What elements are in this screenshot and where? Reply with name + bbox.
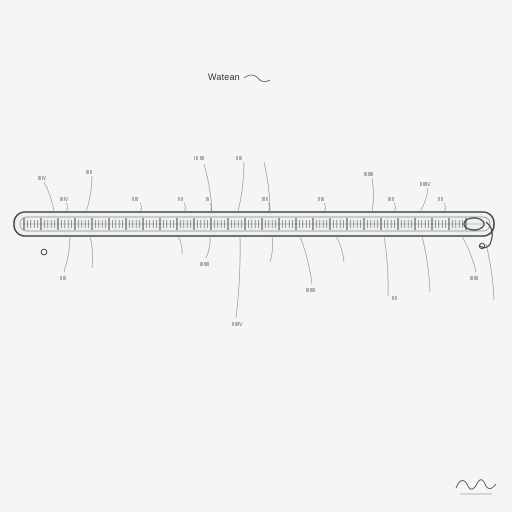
signature-mark — [455, 479, 497, 495]
leader-line — [269, 235, 273, 263]
leader-line — [393, 202, 396, 213]
leader-line — [209, 202, 212, 213]
title-squiggle — [243, 74, 271, 82]
clasp-bead — [478, 242, 486, 250]
clasp-ring — [463, 217, 485, 231]
leader-line — [383, 235, 389, 297]
label-row-a-3: ⅡⅡ — [178, 197, 183, 203]
leader-line — [323, 202, 326, 213]
label-bottom-f: ⅢⅡⅡ — [470, 276, 479, 282]
leader-line — [183, 202, 186, 213]
leader-line — [299, 235, 313, 285]
leader-line — [335, 235, 345, 263]
leader-line — [419, 187, 429, 213]
leader-line — [139, 202, 142, 213]
leader-line — [443, 202, 446, 213]
label-top-mid-b: ⅡⅢ — [236, 156, 242, 162]
leader-line — [421, 235, 431, 293]
label-top-mid-a: ⅠⅡ ⅢⅠ — [194, 156, 205, 162]
diagram-title: Watean — [208, 72, 240, 82]
label-top-right-a: ⅢⅡⅢ — [364, 172, 374, 178]
label-bottom-d: ⅡⅢⅣ — [232, 322, 243, 328]
label-bottom-e: ⅡⅡ — [392, 296, 397, 302]
label-row-a-7: ⅢⅡ — [388, 197, 394, 203]
leader-line — [65, 202, 68, 213]
tube-inner — [19, 216, 491, 232]
leader-line — [85, 175, 93, 213]
leader-line — [235, 235, 241, 319]
leader-line — [63, 235, 71, 273]
end-clasp — [463, 217, 493, 250]
left-cap — [40, 248, 48, 256]
leader-line — [267, 202, 270, 213]
leader-line — [237, 161, 245, 213]
label-top-left-b: ⅢⅡ — [86, 170, 92, 176]
tube-bar — [13, 211, 495, 256]
leader-line — [205, 235, 211, 259]
label-top-left-a: ⅢⅣ — [38, 176, 47, 182]
leader-lines — [43, 161, 495, 319]
label-row-a-1: ⅢⅣ — [60, 197, 69, 203]
label-top-right-b: ⅡⅢⅣ — [420, 182, 431, 188]
label-row-a-2: ⅡⅢ — [132, 197, 138, 203]
leader-line — [177, 235, 183, 255]
leader-line — [263, 161, 271, 213]
leader-line — [371, 177, 374, 213]
label-bottom-c: ⅢⅢⅡ — [306, 288, 316, 294]
label-bottom-b: ⅢⅡⅢ — [200, 262, 210, 268]
clasp-hook — [479, 221, 493, 249]
tube-ticks — [23, 218, 467, 230]
label-row-a-4: Ⅲ — [206, 197, 210, 203]
leader-line — [43, 181, 55, 213]
left-cap-bead — [40, 248, 48, 256]
label-row-a-6: ⅡⅢ — [318, 197, 324, 203]
label-bottom-a: ⅡⅢ — [60, 276, 66, 282]
label-row-a-5: ⅢⅡ — [262, 197, 268, 203]
label-row-a-8: ⅡⅡ — [438, 197, 443, 203]
leader-line — [485, 243, 495, 301]
leader-line — [461, 235, 477, 273]
leader-line — [89, 235, 93, 269]
